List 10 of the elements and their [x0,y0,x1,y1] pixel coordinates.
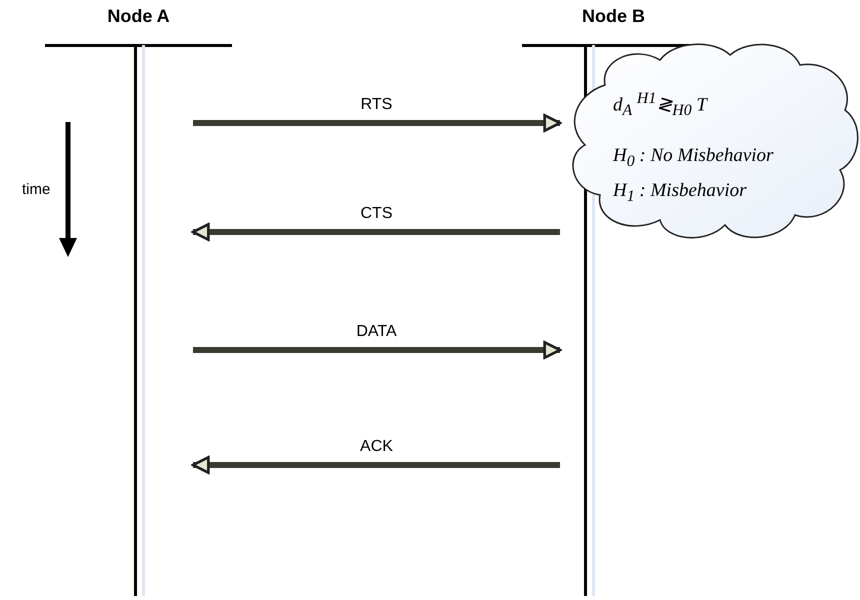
arrow [192,222,560,242]
axis-label: time [22,181,50,198]
arrow [193,340,562,360]
formula: d$_{A}$ $^{H1}$≷$_{H0}$ T [613,90,707,120]
arrow [192,456,560,474]
arrow [193,114,562,132]
hypothesis-text: H$_{1}$ : Misbehavior [613,180,747,206]
node-title: Node A [106,6,171,27]
hypothesis-text: H$_{0}$ : No Misbehavior [613,145,774,171]
node-title: Node B [581,6,646,27]
